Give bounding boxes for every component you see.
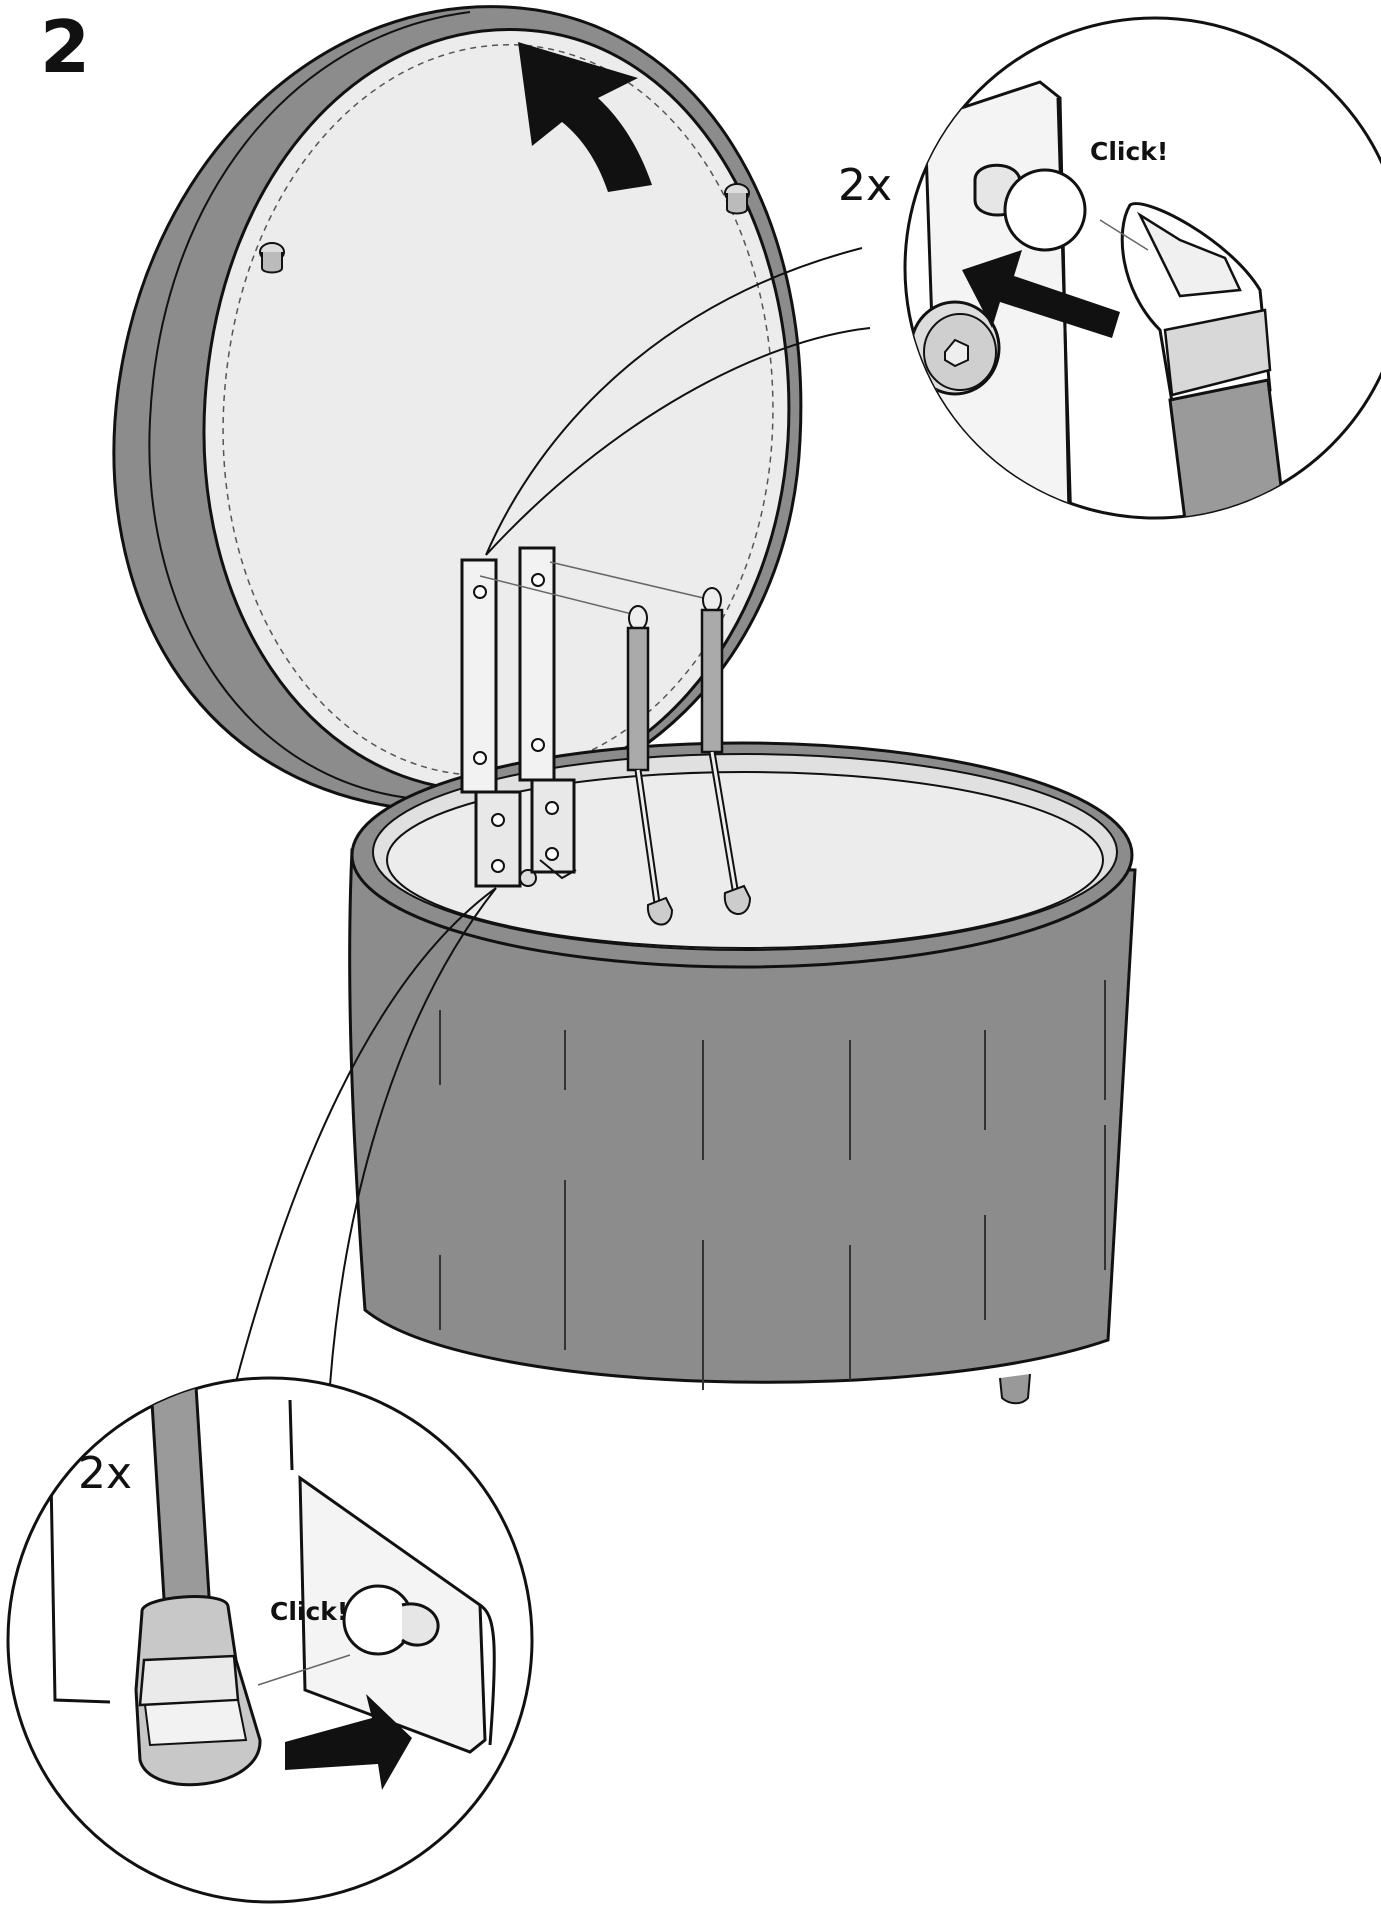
guide-line-1: [479, 575, 637, 616]
lid-stud-left: [259, 242, 285, 274]
callout-top-click-label: Click!: [1090, 137, 1168, 166]
hinge-left: [460, 558, 537, 888]
base-seams: [439, 980, 1106, 1390]
lid-rim-edge: [148, 11, 471, 801]
callout-bottom-click-label: Click!: [270, 1597, 348, 1626]
callout-bottom-quantity: 2x: [78, 1448, 132, 1499]
ottoman-base: [348, 741, 1137, 1405]
base-body: [348, 848, 1137, 1384]
callout-top-quantity: 2x: [838, 160, 892, 211]
gas-strut-right: [700, 587, 752, 916]
callout-bottom: 2x Click!: [6, 887, 534, 1904]
guide-line-2: [549, 561, 713, 601]
step-number: 2: [40, 5, 90, 89]
ottoman-lid: [112, 5, 803, 812]
base-foot: [999, 1373, 1031, 1405]
callout-top-funnel: [485, 247, 871, 556]
callout-bottom-funnel: [235, 887, 497, 1386]
callout-bottom-push-arrow-icon: [285, 1694, 412, 1790]
lid-stud-right: [724, 183, 750, 215]
gas-strut-left: [626, 605, 674, 926]
open-lid-arrow-icon: [518, 42, 652, 192]
callout-top-push-arrow-icon: [962, 250, 1120, 338]
